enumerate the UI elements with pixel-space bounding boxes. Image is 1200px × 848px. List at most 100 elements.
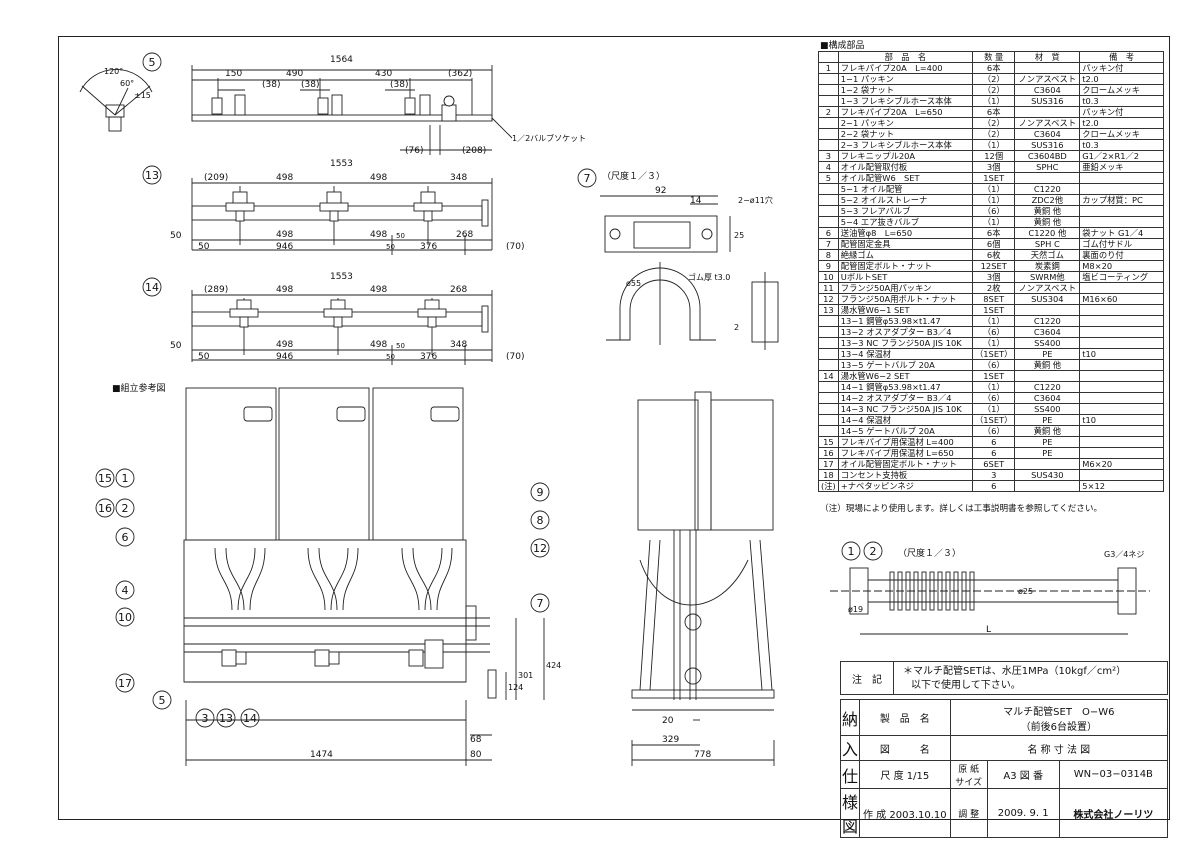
v7-scale: （尺度１／３） [602, 170, 665, 182]
part-qty: 6本 [971, 227, 1016, 239]
v5-total: 1564 [330, 55, 353, 65]
part-no: 10 [818, 271, 839, 283]
part-qty: 1SET [971, 172, 1016, 184]
part-material: 黄銅 他 [1014, 359, 1081, 371]
part-remarks: t10 [1079, 348, 1164, 360]
v5-angle: 120° [104, 67, 123, 76]
part-name: フランジ50A用パッキン [837, 282, 973, 294]
part-material: SUS304 [1014, 293, 1081, 305]
v14-dim: 50 [386, 353, 395, 361]
part-qty: （1） [971, 95, 1016, 107]
flex-dim: L [986, 625, 991, 635]
part-name: 13−3 NC フランジ50A JIS 10K [837, 337, 973, 349]
part-remarks: M8×20 [1079, 260, 1164, 272]
part-no: 5 [818, 172, 839, 184]
part-no [818, 139, 839, 151]
part-remarks [1079, 447, 1164, 459]
part-qty: 1SET [971, 304, 1016, 316]
v13-dim: 50 [396, 232, 405, 240]
part-name: 14−1 鋼管φ53.98×t1.47 [837, 381, 973, 393]
asm-dim: 68 [470, 735, 482, 745]
part-name: 配管固定ボルト・ナット [837, 260, 973, 272]
assembly-callout-16: 16 [98, 502, 112, 515]
v13-dim: 498 [276, 173, 293, 183]
flex-number-1: 1 [848, 545, 855, 558]
part-material: 黄銅 他 [1014, 216, 1081, 228]
part-material: ノンアスベスト [1014, 117, 1081, 129]
part-no: 17 [818, 458, 839, 470]
v14-dim: 946 [276, 352, 293, 362]
parts-row: 14−5 ゲートバルブ 20A（6）黄銅 他 [818, 425, 1164, 437]
tb-drawing-no: WN−03−0314B [1058, 760, 1169, 789]
part-remarks: t0.3 [1079, 139, 1164, 151]
view-13-number-circle [142, 165, 162, 185]
part-name: 5−1 オイル配管 [837, 183, 973, 195]
assembly-callout-8: 8 [537, 514, 544, 527]
part-no [818, 95, 839, 107]
part-material: C1220 [1014, 183, 1081, 195]
asm-dim: 80 [470, 750, 482, 760]
part-name: 14−5 ゲートバルブ 20A [837, 425, 973, 437]
view-14-number-circle [142, 277, 162, 297]
part-remarks: 裏面のり付 [1079, 249, 1164, 261]
assembly-callout-15: 15 [98, 472, 112, 485]
flex-dim: ø19 [848, 605, 863, 614]
asm-dim: 301 [518, 671, 533, 680]
v14-total: 1553 [330, 272, 353, 282]
v14-dim: 498 [370, 285, 387, 295]
v14-dim: 376 [420, 352, 437, 362]
tb-product-line1: マルチ配管SET O−W6 [1003, 706, 1115, 718]
part-material: SS400 [1014, 337, 1081, 349]
part-no: 9 [818, 260, 839, 272]
part-remarks [1079, 172, 1164, 184]
asm-dim: 20 [662, 716, 674, 726]
part-qty: （2） [971, 117, 1016, 129]
part-name: フレキパイプ20A L=650 [837, 106, 973, 118]
part-no [818, 84, 839, 96]
flex-scale: （尺度１／３） [898, 547, 961, 559]
part-name: フレキパイプ用保温材 L=650 [837, 447, 973, 459]
tb-made-label: 作 成 [863, 809, 887, 821]
col-name: 部 品 名 [837, 51, 973, 63]
tb-product-line2: （前後6台設置） [1020, 721, 1097, 733]
flex-corrugation [953, 571, 959, 611]
part-name: フレキパイプ用保温材 L=400 [837, 436, 973, 448]
part-name: 14−2 オスアダプター B3／4 [837, 392, 973, 404]
v14-dim: 498 [276, 340, 293, 350]
tb-paper-value: A3 [1003, 771, 1017, 782]
note-label: 注 記 [841, 662, 894, 694]
part-material [1014, 172, 1081, 184]
v14-dim: 268 [450, 285, 467, 295]
v5-dim: (38) [262, 80, 280, 90]
v5-dim: 430 [375, 69, 392, 79]
asm-dim: 329 [662, 735, 679, 745]
v13-dim: (209) [204, 173, 228, 183]
part-name: 14−3 NC フランジ50A JIS 10K [837, 403, 973, 415]
tb-scale-label: 尺 度 [880, 771, 904, 782]
part-no [818, 348, 839, 360]
part-qty: 6 [971, 480, 1016, 492]
part-material [1014, 480, 1081, 492]
part-qty: 6本 [971, 62, 1016, 74]
v7-dim: 2 [734, 323, 739, 332]
v7-dim: 92 [655, 186, 666, 196]
v14-dim: 50 [396, 342, 405, 350]
v14-dim: 50 [170, 341, 182, 351]
asm-dim: 778 [694, 750, 711, 760]
part-qty: 12個 [971, 150, 1016, 162]
v7-dim: 14 [690, 196, 702, 206]
part-qty: （6） [971, 205, 1016, 217]
part-no: 16 [818, 447, 839, 459]
tb-rev-label: 調 整 [949, 788, 988, 838]
part-qty: （1） [971, 403, 1016, 415]
